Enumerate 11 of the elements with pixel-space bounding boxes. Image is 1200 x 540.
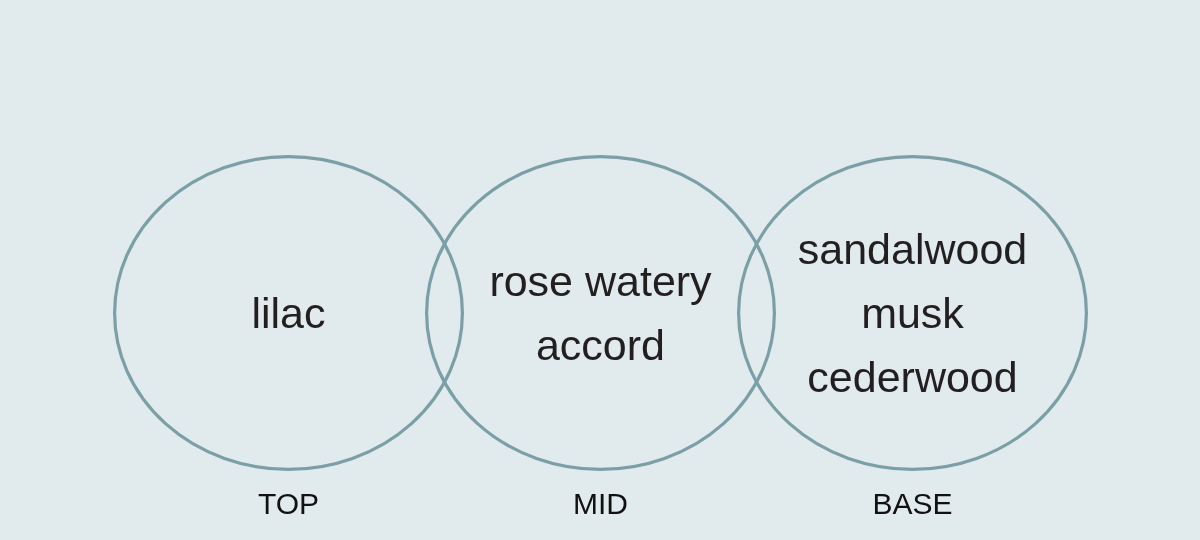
tier-label: TOP [258, 487, 320, 521]
note-text: cederwood [807, 352, 1018, 403]
note-text: lilac [251, 288, 326, 339]
tier-label: MID [573, 487, 628, 521]
note-circle [425, 155, 776, 471]
tier-label: BASE [872, 487, 953, 521]
note-text: sandalwood [797, 224, 1028, 275]
note-circle [113, 155, 464, 471]
note-text: rose watery accord [488, 256, 713, 371]
note-text: musk [861, 288, 964, 339]
note-circle [737, 155, 1088, 471]
